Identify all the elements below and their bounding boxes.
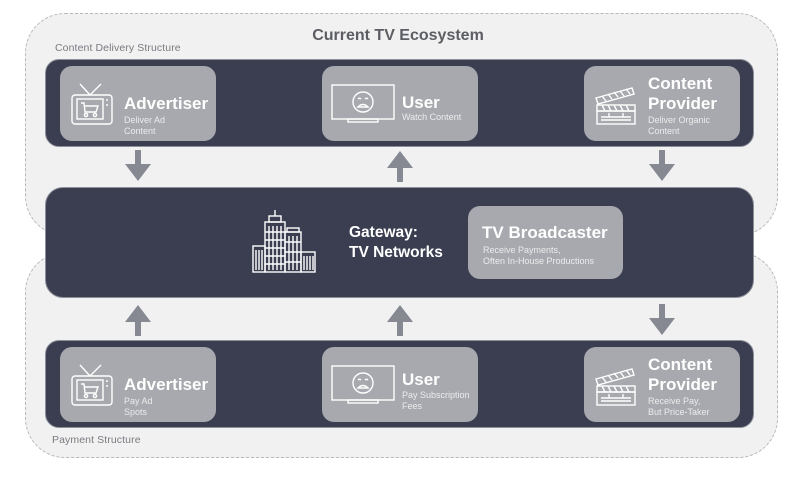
diagram-title: Current TV Ecosystem — [0, 27, 800, 45]
tv-broadcaster-sub-1: Receive Payments, — [483, 245, 561, 255]
payment-band: Advertiser Pay Ad Spots User Pay Subscri… — [45, 340, 754, 428]
payment-user-card: User Pay Subscription Fees — [322, 347, 478, 422]
arrow-up-icon — [125, 305, 151, 336]
gateway-band: TV Broadcaster Receive Payments, Often I… — [45, 187, 754, 298]
monitor-face-icon — [331, 365, 395, 404]
payment-advertiser-name: Advertiser — [124, 375, 209, 394]
payment-structure-label: Payment Structure — [52, 434, 141, 446]
payment-provider-sub-1: Receive Pay, — [648, 396, 701, 406]
tv-broadcaster-sub-2: Often In-House Productions — [483, 256, 595, 266]
delivery-advertiser-sub-1: Deliver Ad — [124, 115, 166, 125]
payment-advertiser-card: Advertiser Pay Ad Spots — [60, 347, 216, 422]
arrow-up-icon — [387, 305, 413, 336]
delivery-band: Advertiser Deliver Ad Content User Watch… — [45, 59, 754, 147]
delivery-user-sub-1: Watch Content — [402, 112, 462, 122]
delivery-provider-sub-2: Content — [648, 126, 680, 136]
clapperboard-icon — [595, 368, 636, 406]
tv-broadcaster-name: TV Broadcaster — [482, 223, 608, 242]
monitor-face-icon — [331, 84, 395, 123]
gateway-title: Gateway: TV Networks — [349, 223, 443, 263]
payment-advertiser-sub-2: Spots — [124, 407, 148, 417]
delivery-provider-sub-1: Deliver Organic — [648, 115, 711, 125]
tv-cart-icon — [71, 83, 113, 125]
delivery-provider-name-1: Content — [648, 74, 713, 93]
delivery-user-card: User Watch Content — [322, 66, 478, 141]
arrow-down-icon — [649, 304, 675, 335]
diagram-title-text: Current TV Ecosystem — [312, 27, 484, 44]
tv-broadcaster-card: TV Broadcaster Receive Payments, Often I… — [468, 206, 623, 279]
payment-user-name: User — [402, 370, 440, 389]
gateway-title-line-2: TV Networks — [349, 244, 443, 261]
clapperboard-icon — [595, 87, 636, 125]
delivery-advertiser-card: Advertiser Deliver Ad Content — [60, 66, 216, 141]
delivery-advertiser-name: Advertiser — [124, 94, 209, 113]
payment-provider-card: Content Provider Receive Pay, But Price-… — [584, 347, 740, 422]
payment-provider-name-2: Provider — [648, 375, 717, 394]
delivery-user-name: User — [402, 93, 440, 112]
content-delivery-label: Content Delivery Structure — [55, 42, 181, 54]
tv-cart-icon — [71, 364, 113, 406]
payment-advertiser-sub-1: Pay Ad — [124, 396, 153, 406]
arrow-down-icon — [125, 150, 151, 181]
payment-provider-name-1: Content — [648, 355, 713, 374]
arrow-up-icon — [387, 151, 413, 182]
delivery-advertiser-sub-2: Content — [124, 126, 156, 136]
gateway-title-line-1: Gateway: — [349, 224, 418, 241]
payment-provider-sub-2: But Price-Taker — [648, 407, 710, 417]
arrow-down-icon — [649, 150, 675, 181]
delivery-provider-name-2: Provider — [648, 94, 717, 113]
payment-user-sub-2: Fees — [402, 401, 423, 411]
payment-user-sub-1: Pay Subscription — [402, 390, 470, 400]
building-icon — [252, 210, 316, 273]
delivery-provider-card: Content Provider Deliver Organic Content — [584, 66, 740, 141]
